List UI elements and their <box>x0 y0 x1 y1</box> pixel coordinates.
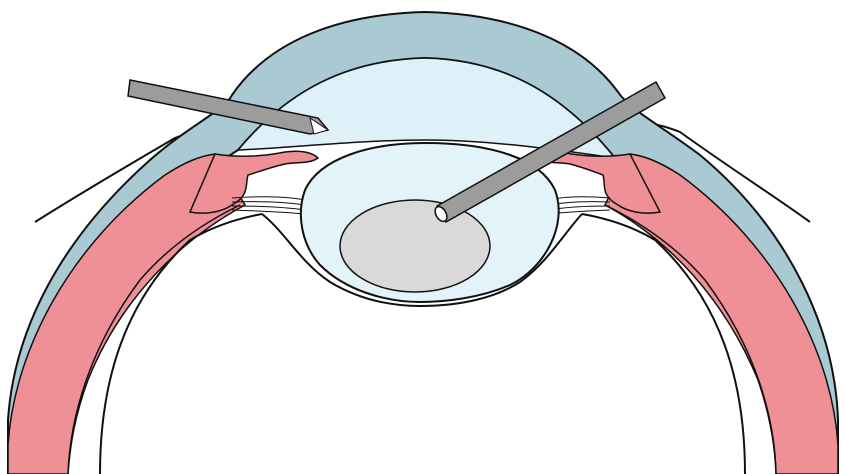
lens-nucleus <box>340 200 490 292</box>
